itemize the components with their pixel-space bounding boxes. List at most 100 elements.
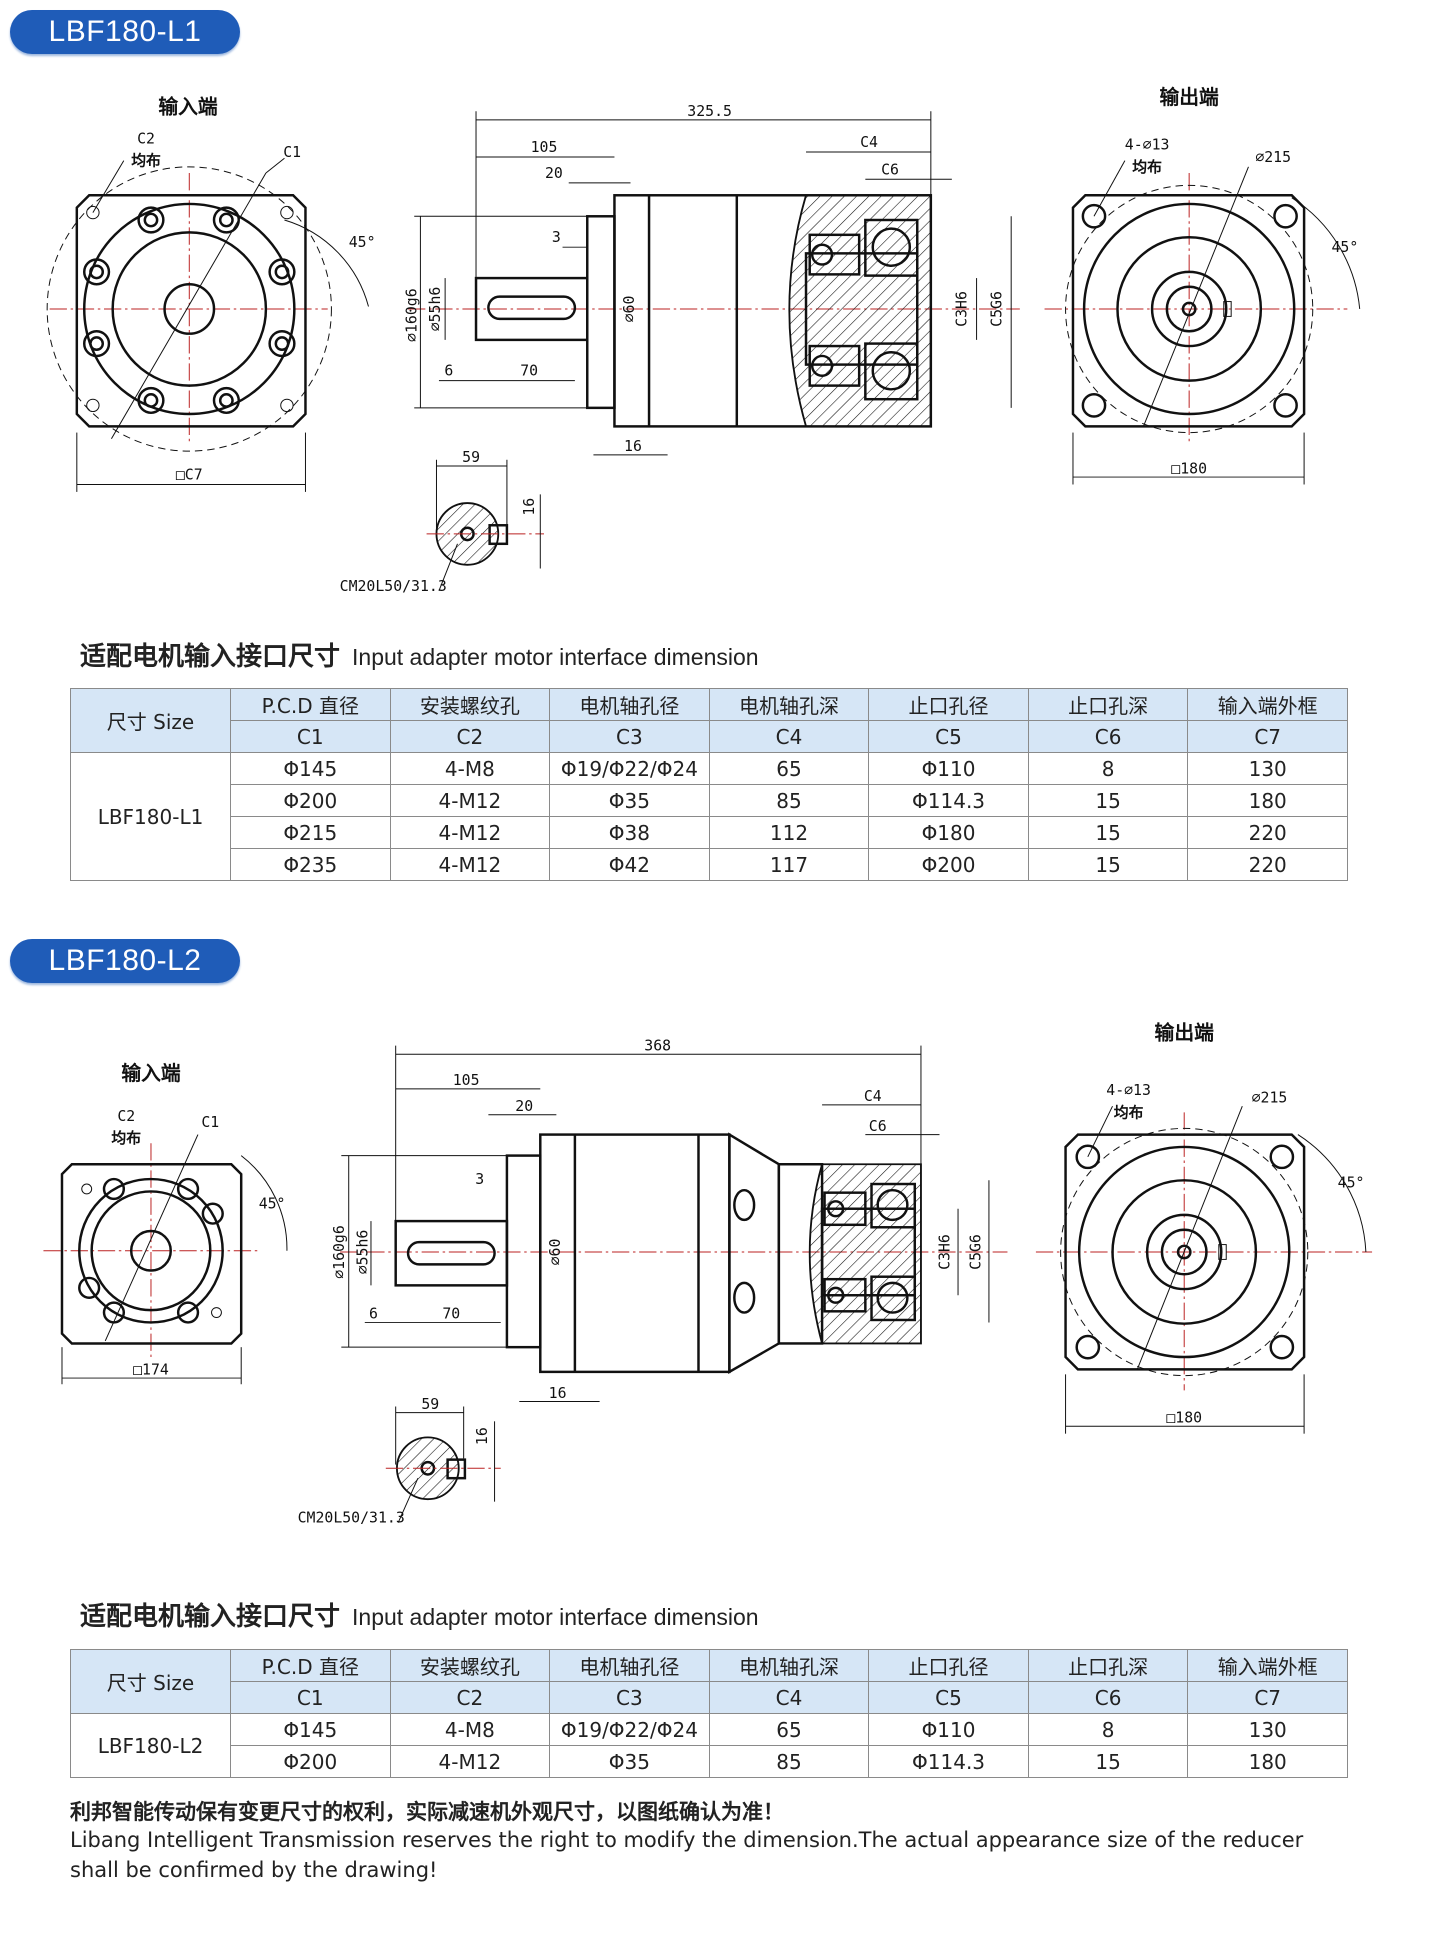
col-code: C6 <box>1027 1681 1189 1714</box>
table-cell: 8 <box>1027 1713 1189 1746</box>
table-cell: 220 <box>1187 848 1348 881</box>
input-square-dim: □174 <box>133 1361 169 1378</box>
table-cell: 220 <box>1187 816 1348 849</box>
table-cell: 112 <box>708 816 870 849</box>
dim-70: 70 <box>520 363 538 380</box>
dia-55-dim: ⌀55h6 <box>427 287 444 332</box>
table-cell: 4-M12 <box>389 816 551 849</box>
interface-table-l2: 尺寸 Size P.C.D 直径 安装螺纹孔 电机轴孔径 电机轴孔深 止口孔径 … <box>70 1649 1348 1778</box>
table-cell: 65 <box>708 752 870 785</box>
table-cell: Φ235 <box>230 848 391 881</box>
dim-16: 16 <box>624 438 642 455</box>
c1-label: C1 <box>283 144 301 161</box>
table-cell: Φ38 <box>549 816 710 849</box>
holes-even-label: 均布 <box>1132 158 1162 176</box>
c3h6-dim: C3H6 <box>954 291 971 327</box>
interface-table-l1: 尺寸 Size P.C.D 直径 安装螺纹孔 电机轴孔径 电机轴孔深 止口孔径 … <box>70 688 1348 881</box>
table-cell: Φ200 <box>230 1745 391 1778</box>
input-end-label: 输入端 <box>158 96 218 119</box>
angle-label: 45° <box>1331 239 1358 256</box>
col-code: C7 <box>1187 720 1348 753</box>
table-cell: 15 <box>1027 848 1189 881</box>
table-cell: Φ114.3 <box>868 784 1029 817</box>
angle-label: 45° <box>349 234 376 251</box>
input-square-dim: □C7 <box>176 467 203 484</box>
dia-160-dim: ⌀160g6 <box>404 288 421 342</box>
heading-cn: 适配电机输入接口尺寸 <box>80 1602 341 1632</box>
c2-label: C2 <box>117 1108 135 1125</box>
input-end-view-1: 输入端 C2 均布 C1 45° □C7 <box>46 96 376 492</box>
pcd-215-label: ⌀215 <box>1255 149 1291 166</box>
model-badge-l1: LBF180-L1 <box>10 10 240 54</box>
dia-60-dim: ⌀60 <box>621 296 638 323</box>
col-code: C4 <box>708 1681 870 1714</box>
col-code: C1 <box>230 720 391 753</box>
even-label: 均布 <box>111 1129 141 1147</box>
table-cell: 4-M12 <box>389 848 551 881</box>
model-badge-l2: LBF180-L2 <box>10 939 240 983</box>
table-cell: 8 <box>1027 752 1189 785</box>
dia-60-dim: ⌀60 <box>547 1239 564 1266</box>
model-cell: LBF180-L1 <box>70 752 231 881</box>
col-header: 止口孔深 <box>1027 688 1189 721</box>
col-code: C2 <box>389 1681 551 1714</box>
key-59-dim: 59 <box>421 1396 439 1413</box>
angle-label: 45° <box>259 1196 286 1213</box>
table-cell: 130 <box>1187 752 1348 785</box>
heading-cn: 适配电机输入接口尺寸 <box>80 642 341 672</box>
dim-c4: C4 <box>860 134 878 151</box>
table-cell: Φ42 <box>549 848 710 881</box>
col-header: 安装螺纹孔 <box>389 1649 551 1682</box>
table-cell: 85 <box>708 1745 870 1778</box>
table-cell: Φ110 <box>868 752 1029 785</box>
table-cell: 4-M8 <box>389 752 551 785</box>
table-cell: 85 <box>708 784 870 817</box>
table-cell: 130 <box>1187 1713 1348 1746</box>
table-cell: Φ200 <box>230 784 391 817</box>
col-header: 安装螺纹孔 <box>389 688 551 721</box>
table-code-row: C1 C2 C3 C4 C5 C6 C7 <box>71 1681 1348 1714</box>
disclaimer-cn: 利邦智能传动保有变更尺寸的权利，实际减速机外观尺寸，以图纸确认为准！ <box>70 1800 784 1824</box>
input-end-view-2: 输入端 C2 均布 C1 45° □174 <box>43 1062 288 1385</box>
col-code: C1 <box>230 1681 391 1714</box>
col-header: 输入端外框 <box>1187 688 1348 721</box>
col-code: C3 <box>549 1681 710 1714</box>
heading-en: Input adapter motor interface dimension <box>352 1604 759 1630</box>
col-header: P.C.D 直径 <box>230 1649 391 1682</box>
table-header-row: 尺寸 Size P.C.D 直径 安装螺纹孔 电机轴孔径 电机轴孔深 止口孔径 … <box>70 1649 1348 1714</box>
col-code: C2 <box>389 720 551 753</box>
size-header: 尺寸 Size <box>70 1649 231 1714</box>
c3h6-dim: C3H6 <box>936 1234 953 1270</box>
table-cell: 4-M12 <box>389 784 551 817</box>
col-header: P.C.D 直径 <box>230 688 391 721</box>
key-16-dim: 16 <box>474 1427 491 1445</box>
table-cell: Φ200 <box>868 848 1029 881</box>
table-cell: 15 <box>1027 784 1189 817</box>
table-cell: Φ110 <box>868 1713 1029 1746</box>
disclaimer-en-line2: shall be confirmed by the drawing! <box>70 1858 438 1882</box>
side-view-1: 325.5 105 20 C4 C6 3 ⌀160g6 ⌀55h6 ⌀60 C3… <box>404 103 1020 456</box>
c5g6-dim: C5G6 <box>988 291 1005 327</box>
table-cell: Φ35 <box>549 1745 710 1778</box>
col-code: C5 <box>868 1681 1029 1714</box>
holes-label: 4-⌀13 <box>1125 137 1170 154</box>
disclaimer-en-line1: Libang Intelligent Transmission reserves… <box>70 1828 1304 1852</box>
output-square-dim: □180 <box>1171 460 1207 477</box>
key-thread-label: CM20L50/31.3 <box>298 1510 405 1527</box>
pcd-215-label: ⌀215 <box>1252 1089 1288 1106</box>
col-header: 止口孔径 <box>868 688 1029 721</box>
table-heading-l2: 适配电机输入接口尺寸 Input adapter motor interface … <box>80 1596 759 1633</box>
col-code: C6 <box>1027 720 1189 753</box>
input-flange-square <box>75 194 307 428</box>
total-length-dim: 368 <box>644 1038 671 1055</box>
size-header: 尺寸 Size <box>70 688 231 753</box>
table-code-row: C1 C2 C3 C4 C5 C6 C7 <box>71 720 1348 753</box>
